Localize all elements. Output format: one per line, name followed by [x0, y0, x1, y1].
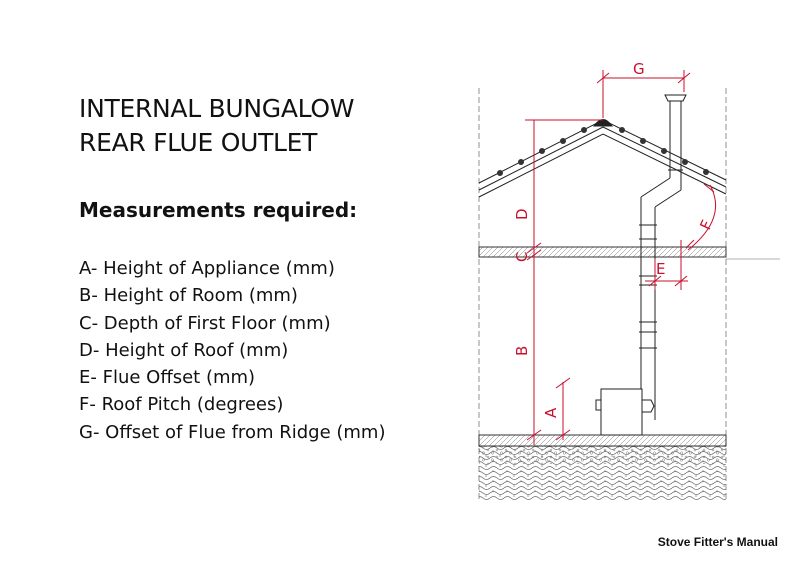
- title-line-1: INTERNAL BUNGALOW: [79, 94, 355, 123]
- measurement-f: F- Roof Pitch (degrees): [79, 394, 284, 416]
- label-a: A: [542, 407, 560, 418]
- dimension-lines: [525, 70, 717, 445]
- label-e: E: [656, 260, 665, 278]
- flue-pipe: [639, 94, 687, 420]
- pitched-roof: [478, 119, 727, 198]
- label-g: G: [633, 60, 645, 78]
- label-d: D: [513, 208, 531, 220]
- label-c: C: [513, 252, 531, 262]
- first-floor-slab: [478, 246, 780, 260]
- title-line-2: REAR FLUE OUTLET: [79, 128, 318, 157]
- section-boundary-lines: [478, 88, 727, 500]
- measurement-b: B- Height of Room (mm): [79, 285, 298, 307]
- measurement-d: D- Height of Roof (mm): [79, 339, 289, 361]
- stove-appliance: [595, 388, 655, 436]
- measurements-heading: Measurements required:: [79, 198, 358, 222]
- measurement-g: G- Offset of Flue from Ridge (mm): [79, 421, 386, 443]
- measurement-e: E- Flue Offset (mm): [79, 367, 256, 389]
- measurement-c: C- Depth of First Floor (mm): [79, 312, 331, 334]
- ground-foundation: [478, 434, 727, 500]
- measurements-list: A- Height of Appliance (mm) B- Height of…: [79, 255, 385, 446]
- measurement-a: A- Height of Appliance (mm): [79, 258, 335, 279]
- footer-credit: Stove Fitter's Manual: [657, 535, 778, 549]
- label-b: B: [513, 346, 531, 356]
